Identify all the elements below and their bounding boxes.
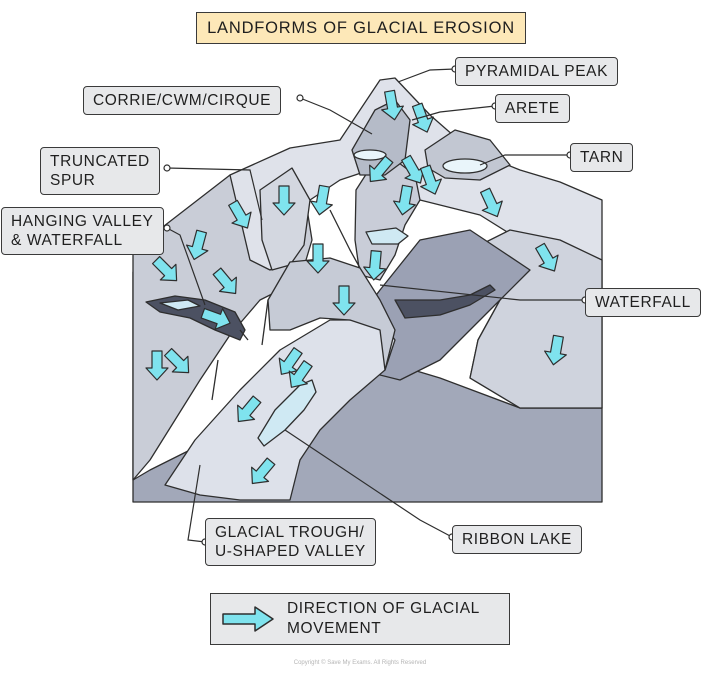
leader-lines	[166, 68, 585, 543]
label-hanging-valley: HANGING VALLEY & WATERFALL	[1, 207, 164, 255]
waterfall-line-2	[211, 359, 219, 401]
hanging-valley-lake	[159, 299, 201, 311]
tarn-water	[442, 158, 488, 174]
upper-tarn	[365, 227, 409, 245]
label-pyramidal-peak: PYRAMIDAL PEAK	[455, 57, 619, 86]
leader-dot	[296, 94, 304, 102]
leader-waterfall	[379, 284, 585, 301]
copyright-text: Copyright © Save My Exams. All Rights Re…	[293, 660, 427, 666]
landscape	[132, 77, 603, 503]
legend: DIRECTION OF GLACIAL MOVEMENT	[210, 593, 510, 645]
waterfall-line	[261, 299, 269, 346]
truncated-spur-face	[259, 167, 311, 271]
leader-tarn	[479, 154, 570, 166]
label-truncated-spur: TRUNCATED SPUR	[40, 147, 160, 195]
leader-glacial-trough	[187, 464, 206, 543]
leader-truncated-spur	[166, 167, 263, 221]
ridge-line	[329, 209, 361, 269]
leader-pyramidal-peak	[397, 68, 456, 83]
diagram-title: LANDFORMS OF GLACIAL EROSION	[196, 12, 526, 44]
leader-arete	[411, 105, 496, 121]
label-corrie: CORRIE/CWM/CIRQUE	[83, 86, 282, 115]
ribbon-lake-water	[257, 379, 317, 447]
arrow-right-icon	[222, 606, 274, 632]
leader-ribbon-lake	[284, 429, 453, 538]
label-waterfall: WATERFALL	[585, 288, 701, 317]
corrie-water	[353, 149, 387, 161]
ridge-line-2	[239, 329, 249, 341]
leader-corrie	[299, 97, 373, 135]
leader-hanging-valley	[166, 227, 206, 306]
label-glacial-trough: GLACIAL TROUGH/ U-SHAPED VALLEY	[205, 518, 376, 566]
leader-dot	[163, 164, 171, 172]
legend-text: DIRECTION OF GLACIAL MOVEMENT	[287, 600, 480, 637]
right-channel	[394, 284, 496, 319]
label-ribbon-lake: RIBBON LAKE	[452, 525, 582, 554]
label-tarn: TARN	[570, 143, 634, 172]
leader-dot	[163, 224, 171, 232]
label-arete: ARETE	[495, 94, 570, 123]
